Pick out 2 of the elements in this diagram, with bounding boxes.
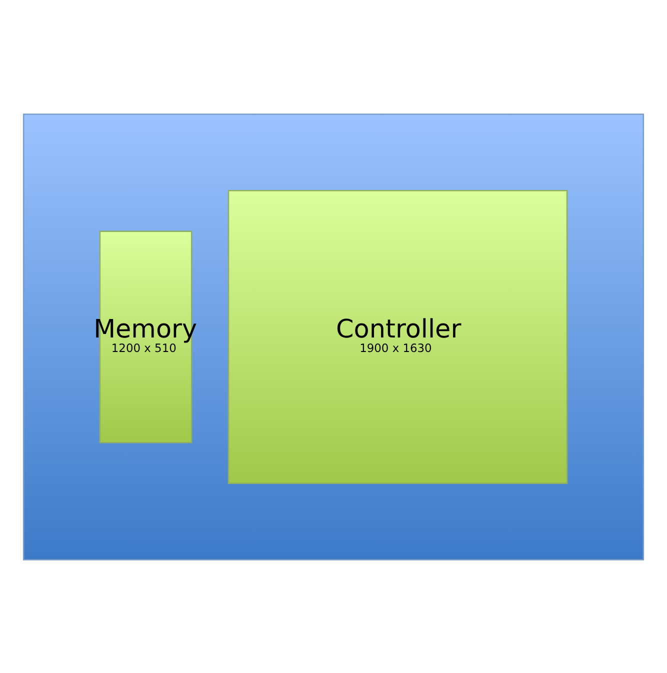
- node-box: Controller 1900 x 1630: [228, 190, 568, 484]
- cluster: [22, 113, 644, 560]
